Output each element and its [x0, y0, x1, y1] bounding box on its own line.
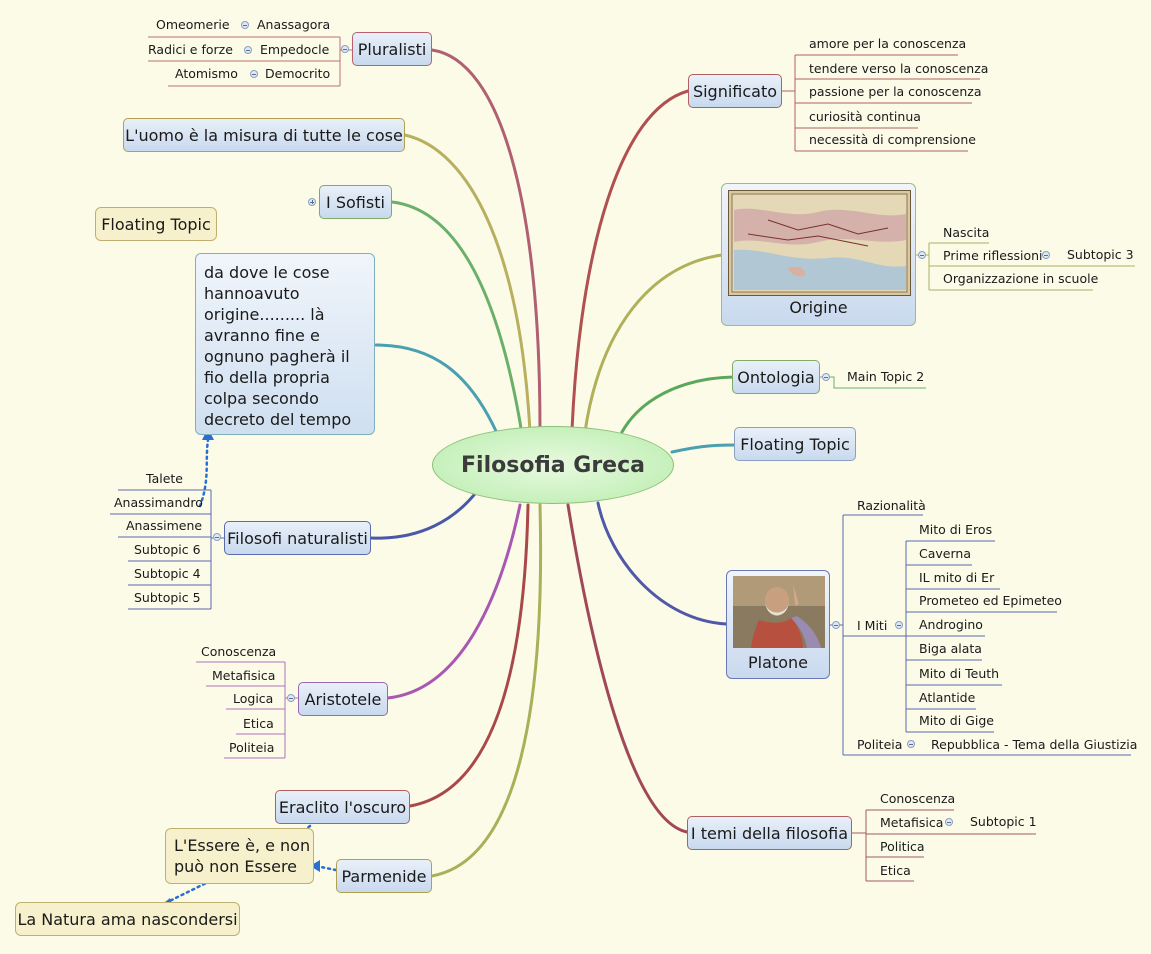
collapse-toggle-icon[interactable] — [287, 694, 295, 702]
floating-topic[interactable]: Floating Topic — [95, 207, 217, 241]
subtopic-passione[interactable]: passione per la conoscenza — [809, 84, 982, 99]
mito-prometeo[interactable]: Prometeo ed Epimeteo — [919, 593, 1062, 608]
topic-eraclito[interactable]: Eraclito l'oscuro — [275, 790, 410, 824]
expand-toggle-icon[interactable] — [308, 198, 316, 206]
subtopic-logica[interactable]: Logica — [233, 691, 274, 706]
subtopic-prime-riflessioni[interactable]: Prime riflessioni — [943, 248, 1043, 263]
subtopic-repubblica[interactable]: Repubblica - Tema della Giustizia — [931, 737, 1138, 752]
subtopic-necessita[interactable]: necessità di comprensione — [809, 132, 976, 147]
topic-temi-filosofia[interactable]: I temi della filosofia — [687, 816, 852, 850]
floating-topic-right[interactable]: Floating Topic — [734, 427, 856, 461]
collapse-toggle-icon[interactable] — [244, 46, 252, 54]
collapse-toggle-icon[interactable] — [895, 621, 903, 629]
subtopic-omeomerie[interactable]: Omeomerie — [156, 17, 230, 32]
tema-politica[interactable]: Politica — [880, 839, 925, 854]
subtopic-razionalita[interactable]: Razionalità — [857, 498, 926, 513]
subtopic-curiosita[interactable]: curiosità continua — [809, 109, 921, 124]
mito-caverna[interactable]: Caverna — [919, 546, 971, 561]
subtopic-i-miti[interactable]: I Miti — [857, 618, 888, 633]
central-topic[interactable]: Filosofia Greca — [432, 426, 674, 504]
tema-conoscenza[interactable]: Conoscenza — [880, 791, 956, 806]
subtopic-organizzazione[interactable]: Organizzazione in scuole — [943, 271, 1099, 286]
tema-etica[interactable]: Etica — [880, 863, 911, 878]
tema-metafisica[interactable]: Metafisica — [880, 815, 944, 830]
subtopic-tendere[interactable]: tendere verso la conoscenza — [809, 61, 989, 76]
topic-quote-anassimandro[interactable]: da dove le cose hannoavuto origine......… — [195, 253, 375, 435]
topic-platone-label: Platone — [748, 653, 808, 672]
collapse-toggle-icon[interactable] — [213, 533, 221, 541]
subtopic-5[interactable]: Subtopic 5 — [134, 590, 201, 605]
map-image — [728, 190, 911, 296]
topic-aristotele[interactable]: Aristotele — [298, 682, 388, 716]
collapse-toggle-icon[interactable] — [1042, 251, 1050, 259]
subtopic-radici-e-forze[interactable]: Radici e forze — [148, 42, 233, 57]
mito-eros[interactable]: Mito di Eros — [919, 522, 993, 537]
mito-biga-alata[interactable]: Biga alata — [919, 641, 982, 656]
topic-uomo-misura[interactable]: L'uomo è la misura di tutte le cose — [123, 118, 405, 152]
subtopic-talete[interactable]: Talete — [146, 471, 183, 486]
topic-platone[interactable]: Platone — [726, 570, 830, 679]
subtopic-main-topic-2[interactable]: Main Topic 2 — [847, 369, 925, 384]
subtopic-conoscenza[interactable]: Conoscenza — [201, 644, 277, 659]
topic-sofisti[interactable]: I Sofisti — [319, 185, 392, 219]
topic-ontologia[interactable]: Ontologia — [732, 360, 820, 394]
subtopic-politeia-platone[interactable]: Politeia — [857, 737, 903, 752]
topic-pluralisti[interactable]: Pluralisti — [352, 32, 432, 66]
collapse-toggle-icon[interactable] — [832, 621, 840, 629]
mito-gige[interactable]: Mito di Gige — [919, 713, 994, 728]
mito-androgino[interactable]: Androgino — [919, 617, 983, 632]
mito-atlantide[interactable]: Atlantide — [919, 690, 976, 705]
subtopic-anassagora[interactable]: Anassagora — [257, 17, 331, 32]
platone-portrait-image — [733, 576, 825, 648]
collapse-toggle-icon[interactable] — [907, 740, 915, 748]
collapse-toggle-icon[interactable] — [822, 373, 830, 381]
collapse-toggle-icon[interactable] — [250, 70, 258, 78]
subtopic-3[interactable]: Subtopic 3 — [1067, 247, 1134, 262]
topic-origine-label: Origine — [789, 298, 848, 317]
subtopic-atomismo[interactable]: Atomismo — [175, 66, 238, 81]
subtopic-anassimandro[interactable]: Anassimandro — [114, 495, 203, 510]
subtopic-amore[interactable]: amore per la conoscenza — [809, 36, 967, 51]
subtopic-etica[interactable]: Etica — [243, 716, 274, 731]
subtopic-nascita[interactable]: Nascita — [943, 225, 990, 240]
floating-topic-essere[interactable]: L'Essere è, e non può non Essere — [165, 828, 314, 884]
topic-filosofi-naturalisti[interactable]: Filosofi naturalisti — [224, 521, 371, 555]
subtopic-anassimene[interactable]: Anassimene — [126, 518, 203, 533]
subtopic-democrito[interactable]: Democrito — [265, 66, 331, 81]
collapse-toggle-icon[interactable] — [945, 818, 953, 826]
topic-significato[interactable]: Significato — [688, 74, 782, 108]
subtopic-empedocle[interactable]: Empedocle — [260, 42, 330, 57]
subtopic-1[interactable]: Subtopic 1 — [970, 814, 1037, 829]
mito-er[interactable]: IL mito di Er — [919, 570, 995, 585]
mito-teuth[interactable]: Mito di Teuth — [919, 666, 1000, 681]
topic-parmenide[interactable]: Parmenide — [336, 859, 432, 893]
subtopic-politeia[interactable]: Politeia — [229, 740, 275, 755]
collapse-toggle-icon[interactable] — [341, 45, 349, 53]
subtopic-metafisica[interactable]: Metafisica — [212, 668, 276, 683]
collapse-toggle-icon[interactable] — [918, 251, 926, 259]
collapse-toggle-icon[interactable] — [241, 21, 249, 29]
subtopic-6[interactable]: Subtopic 6 — [134, 542, 201, 557]
floating-topic-natura[interactable]: La Natura ama nascondersi — [15, 902, 240, 936]
subtopic-4[interactable]: Subtopic 4 — [134, 566, 201, 581]
topic-origine[interactable]: Origine — [721, 183, 916, 326]
